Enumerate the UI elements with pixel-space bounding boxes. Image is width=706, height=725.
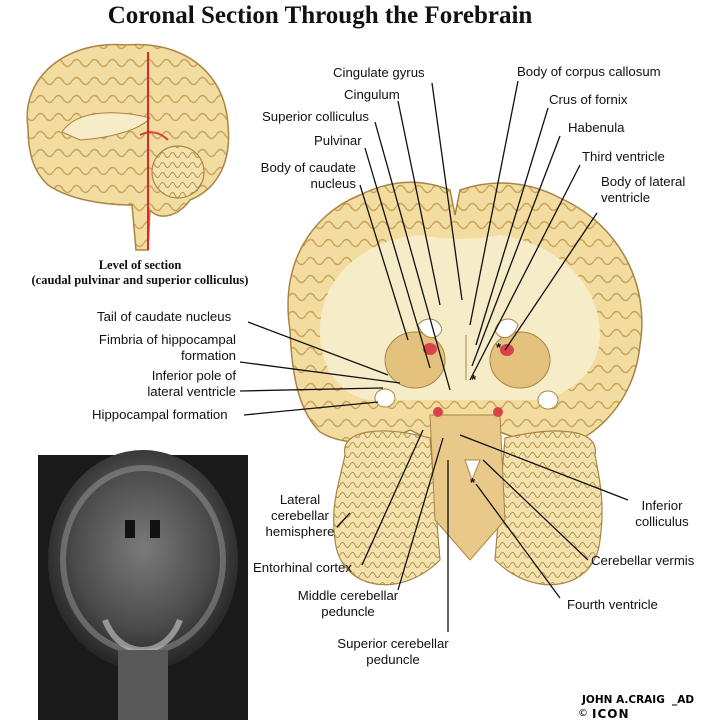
coronal-section — [287, 181, 643, 586]
label-pulvinar: Pulvinar — [314, 133, 362, 148]
level-caption: Level of section (caudal pulvinar and su… — [0, 258, 280, 288]
label-inferior-colliculus-line1: Inferior — [641, 498, 683, 513]
label-lateral-cerebellar-line3: hemisphere — [265, 524, 335, 539]
label-cingulate-gyrus: Cingulate gyrus — [333, 65, 425, 80]
figure-title: Coronal Section Through the Forebrain — [107, 2, 533, 29]
label-superior-cerebellar-line2: peduncle — [366, 652, 420, 667]
copyright-symbol: © — [578, 708, 588, 719]
sagittal-brain-thumbnail — [26, 43, 230, 251]
level-caption-line1: Level of section — [98, 258, 182, 272]
label-body-of-lateral-ventricle: Body of lateral ventricle — [601, 174, 685, 206]
label-crus-of-fornix: Crus of fornix — [549, 92, 628, 107]
label-lateral-cerebellar-hemisphere: Lateral cerebellar hemisphere — [250, 492, 350, 540]
label-middle-cerebellar-peduncle: Middle cerebellar peduncle — [278, 588, 418, 620]
label-inferior-pole: Inferior pole of lateral ventricle — [80, 368, 236, 400]
label-body-of-lateral-line1: Body of lateral — [601, 174, 686, 189]
label-superior-cerebellar-peduncle: Superior cerebellar peduncle — [318, 636, 468, 668]
label-habenula: Habenula — [568, 120, 625, 135]
label-inferior-pole-line1: Inferior pole of — [151, 368, 236, 383]
label-body-of-corpus-callosum: Body of corpus callosum — [517, 64, 661, 79]
label-entorhinal-cortex: Entorhinal cortex — [253, 560, 352, 575]
label-hippocampal-formation: Hippocampal formation — [92, 407, 228, 422]
label-lateral-cerebellar-line2: cerebellar — [271, 508, 329, 523]
label-middle-cerebellar-line2: peduncle — [321, 604, 375, 619]
label-body-of-lateral-line2: ventricle — [601, 190, 651, 205]
level-caption-line2: (caudal pulvinar and superior colliculus… — [31, 273, 249, 287]
label-fimbria-line1: Fimbria of hippocampal — [98, 332, 236, 347]
label-superior-colliculus: Superior colliculus — [262, 109, 370, 124]
leader-lines — [239, 80, 629, 632]
brand-logo: ICON — [592, 707, 630, 721]
label-inferior-pole-line2: lateral ventricle — [147, 384, 236, 399]
label-inferior-colliculus: Inferior colliculus — [620, 498, 704, 530]
asterisk-marker-2: * — [471, 372, 477, 387]
label-fourth-ventricle: Fourth ventricle — [567, 597, 658, 612]
label-cerebellar-vermis: Cerebellar vermis — [591, 553, 695, 568]
label-fimbria-line2: formation — [181, 348, 236, 363]
label-body-of-caudate-line2: nucleus — [310, 176, 356, 191]
label-inferior-colliculus-line2: colliculus — [635, 514, 689, 529]
signature-suffix: _AD — [672, 694, 695, 706]
label-third-ventricle: Third ventricle — [582, 149, 665, 164]
label-superior-cerebellar-line1: Superior cerebellar — [337, 636, 449, 651]
label-lateral-cerebellar-line1: Lateral — [279, 492, 321, 507]
asterisk-marker-3: * — [470, 475, 476, 490]
label-middle-cerebellar-line1: Middle cerebellar — [297, 588, 399, 603]
asterisk-marker-1: * — [496, 340, 502, 355]
label-fimbria: Fimbria of hippocampal formation — [60, 332, 236, 364]
label-cingulum: Cingulum — [344, 87, 400, 102]
mri-image — [38, 450, 248, 720]
label-body-of-caudate: Body of caudate nucleus — [236, 160, 356, 192]
label-tail-of-caudate: Tail of caudate nucleus — [97, 309, 232, 324]
signature-name: JOHN A.CRAIG — [582, 694, 665, 706]
label-body-of-caudate-line1: Body of caudate — [260, 160, 356, 175]
